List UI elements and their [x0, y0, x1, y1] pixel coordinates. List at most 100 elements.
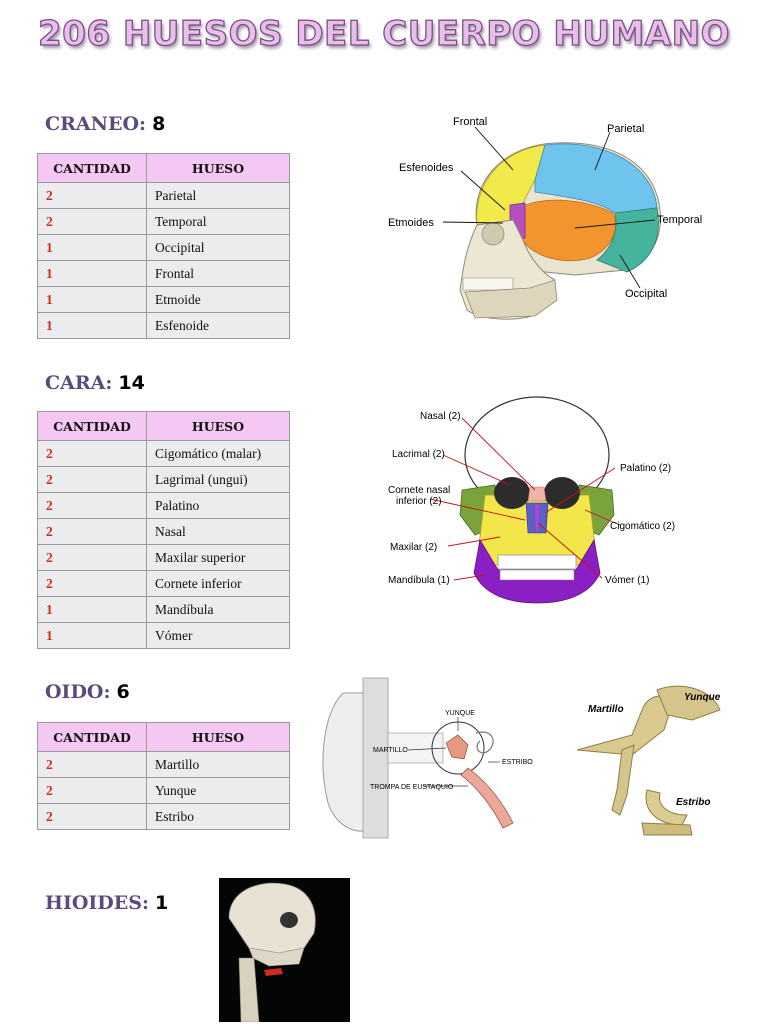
cell-hueso: Occipital [146, 234, 290, 261]
cochlea [475, 731, 494, 754]
cell-hueso: Esfenoide [146, 312, 290, 339]
occipital-bone [596, 207, 659, 273]
temporal-bone [517, 199, 616, 262]
section-heading-cara: CARA:14 [45, 372, 145, 394]
skull-frontal-figure: Nasal (2) Lacrimal (2) Palatino (2) Corn… [388, 396, 675, 604]
cell-cantidad: 1 [37, 260, 147, 287]
eustachian-tube [460, 767, 514, 829]
section-heading-oido: OIDO:6 [45, 681, 130, 703]
label-maxilar: Maxilar (2) [390, 542, 437, 553]
cell-hueso: Cigomático (malar) [146, 440, 290, 467]
stapes-footplate [641, 822, 693, 836]
table-header-row: CANTIDAD HUESO [37, 722, 290, 752]
label-etmoides: Etmoides [388, 217, 434, 229]
skull-bone-band [362, 677, 389, 839]
page-title: 206 HUESOS DEL CUERPO HUMANO [37, 13, 730, 54]
header-hueso: HUESO [146, 411, 290, 441]
ossicles [445, 734, 469, 760]
section-label: CARA: [45, 372, 113, 394]
cell-hueso: Nasal [146, 518, 290, 545]
label-cornete-2: inferior (2) [396, 496, 442, 507]
section-count: 6 [116, 681, 130, 703]
label-esfenoides: Esfenoides [399, 162, 454, 174]
cell-hueso: Palatino [146, 492, 290, 519]
cell-hueso: Lagrimal (ungui) [146, 466, 290, 493]
cell-cantidad: 2 [37, 570, 147, 597]
label-yunque-caps: YUNQUE [445, 710, 475, 717]
incus-long-process [611, 744, 635, 816]
ossicles-figure: Martillo Yunque Estribo [576, 685, 721, 836]
cell-cantidad: 2 [37, 208, 147, 235]
label-lacrimal: Lacrimal (2) [392, 449, 445, 460]
cell-hueso: Yunque [146, 777, 290, 804]
header-hueso: HUESO [146, 153, 290, 183]
orbit [280, 912, 298, 928]
table-header-row: CANTIDAD HUESO [37, 153, 290, 183]
label-cigomatico: Cigomático (2) [610, 521, 675, 532]
cell-cantidad: 1 [37, 622, 147, 649]
cell-cantidad: 1 [37, 286, 147, 313]
cell-hueso: Temporal [146, 208, 290, 235]
skull-side [228, 882, 316, 954]
section-count: 1 [154, 892, 169, 914]
section-label: OIDO: [45, 681, 111, 703]
upper-teeth [497, 554, 577, 570]
cell-cantidad: 2 [37, 440, 147, 467]
cell-cantidad: 2 [37, 466, 147, 493]
label-palatino: Palatino (2) [620, 463, 671, 474]
section-count: 8 [152, 113, 166, 135]
cell-hueso: Mandíbula [146, 596, 290, 623]
label-mandibula: Mandíbula (1) [388, 575, 450, 586]
nasal-bone [527, 486, 547, 502]
cell-cantidad: 2 [37, 544, 147, 571]
cell-cantidad: 2 [37, 182, 147, 209]
cell-cantidad: 1 [37, 234, 147, 261]
section-heading-hioides: HIOIDES:1 [45, 892, 168, 914]
header-hueso: HUESO [146, 722, 290, 752]
cervical-spine [238, 957, 260, 1022]
header-cantidad: CANTIDAD [37, 153, 147, 183]
cell-hueso: Martillo [146, 751, 290, 778]
cell-cantidad: 2 [37, 518, 147, 545]
cell-cantidad: 2 [37, 751, 147, 778]
section-label: CRANEO: [45, 113, 147, 135]
label-estribo: Estribo [676, 797, 710, 808]
cell-cantidad: 1 [37, 596, 147, 623]
label-frontal: Frontal [453, 116, 487, 128]
cell-hueso: Etmoide [146, 286, 290, 313]
label-nasal: Nasal (2) [420, 411, 461, 422]
label-vomer: Vómer (1) [605, 575, 649, 586]
label-cornete-1: Cornete nasal [388, 485, 450, 496]
cell-hueso: Cornete inferior [146, 570, 290, 597]
label-martillo-caps: MARTILLO [373, 747, 408, 754]
section-heading-craneo: CRANEO:8 [45, 113, 165, 135]
orbit-left [494, 477, 530, 509]
vomer [535, 505, 539, 531]
label-yunque: Yunque [684, 692, 721, 703]
cell-hueso: Vómer [146, 622, 290, 649]
hyoid-photo-figure [219, 878, 350, 1022]
label-trompa: TROMPA DE EUSTAQUIO [370, 784, 454, 791]
cell-hueso: Maxilar superior [146, 544, 290, 571]
orbit [481, 222, 505, 246]
